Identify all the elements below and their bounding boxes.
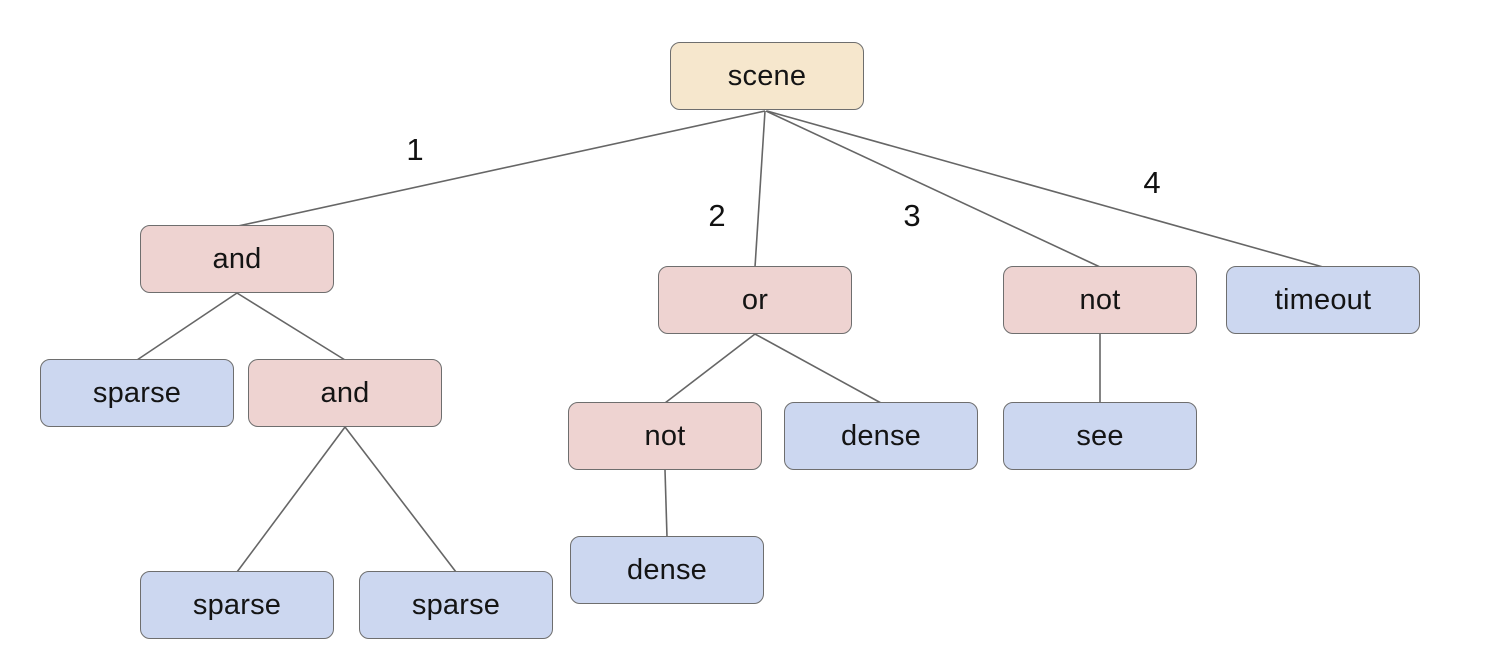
edge-not2-dense2 <box>664 469 668 538</box>
node-and-2: and <box>248 359 442 427</box>
edge-or-dense <box>754 333 882 404</box>
node-dense-2: dense <box>570 536 764 604</box>
node-and-1: and <box>140 225 334 293</box>
node-sparse-3: sparse <box>359 571 553 639</box>
edge-label-4: 4 <box>1143 165 1161 200</box>
node-dense-1: dense <box>784 402 978 470</box>
edge-and2-sparse2 <box>236 426 346 573</box>
node-not-1: not <box>1003 266 1197 334</box>
node-scene: scene <box>670 42 864 110</box>
edge-label-1: 1 <box>406 132 424 167</box>
edge-scene-or <box>754 110 766 268</box>
node-or-1: or <box>658 266 852 334</box>
edge-and2-sparse3 <box>344 426 457 573</box>
node-not-2: not <box>568 402 762 470</box>
node-timeout-1: timeout <box>1226 266 1420 334</box>
edge-scene-and <box>237 110 766 227</box>
edge-scene-timeout <box>766 110 1324 268</box>
node-sparse-2: sparse <box>140 571 334 639</box>
edge-label-3: 3 <box>903 198 921 233</box>
node-sparse-1: sparse <box>40 359 234 427</box>
edge-or-not <box>664 333 756 404</box>
edge-and-and <box>236 292 346 361</box>
edge-and-sparse <box>136 292 238 361</box>
node-see-1: see <box>1003 402 1197 470</box>
edge-label-2: 2 <box>708 198 726 233</box>
edge-scene-not <box>765 110 1101 268</box>
